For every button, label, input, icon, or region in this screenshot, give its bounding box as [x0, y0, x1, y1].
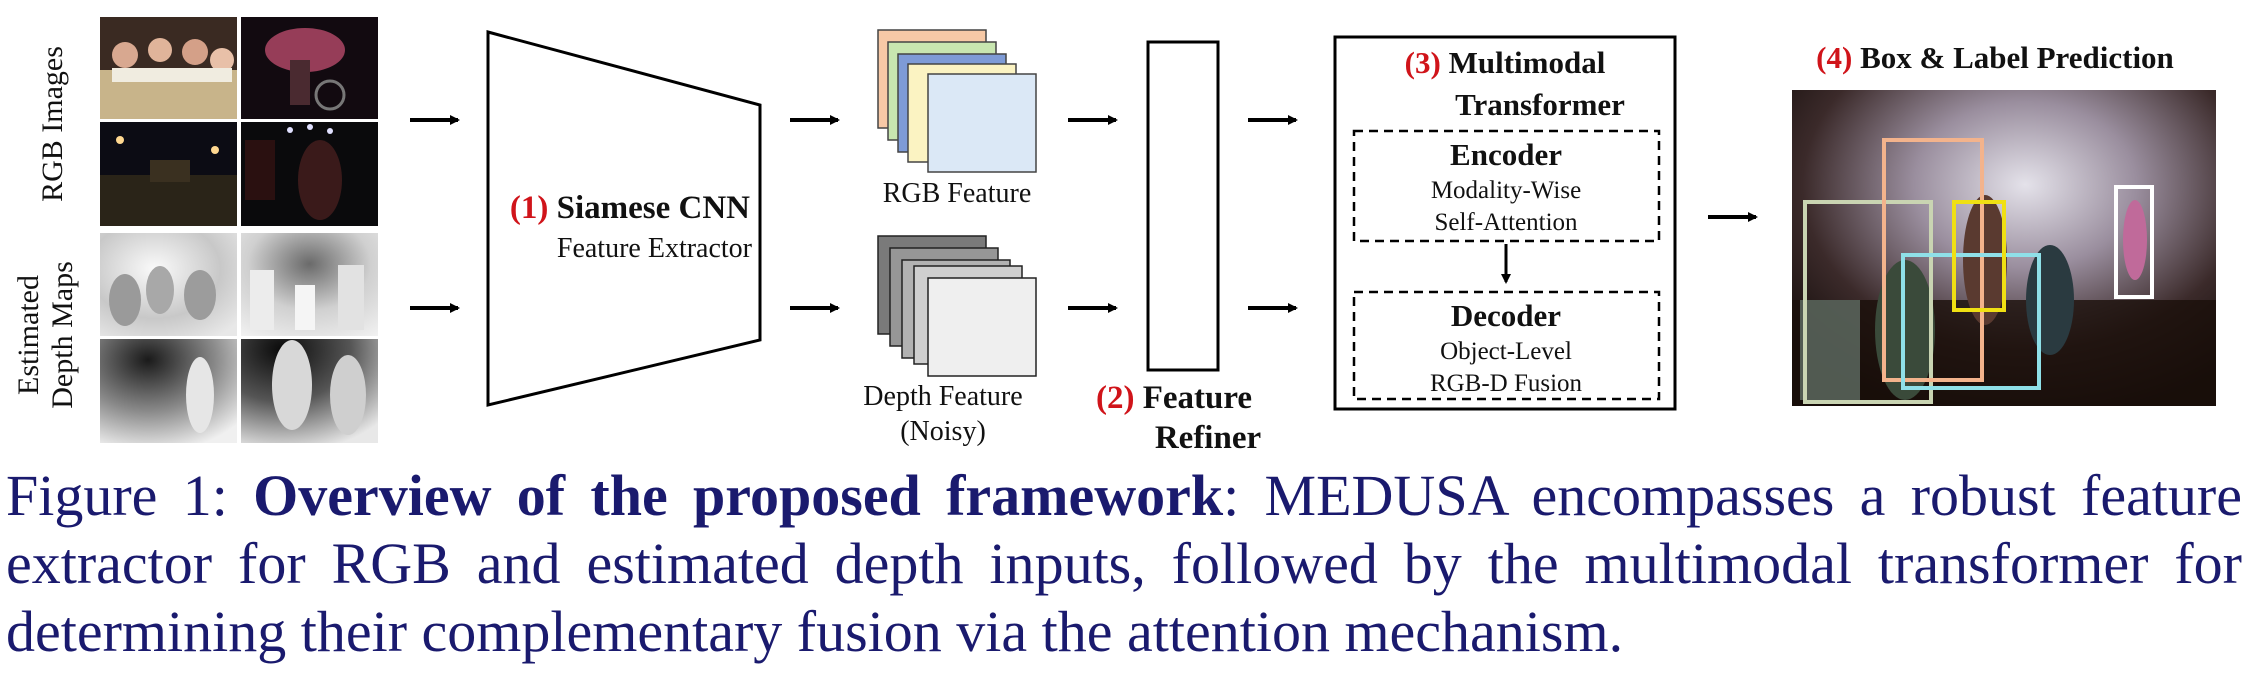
extractor-title: (1) Siamese CNN [510, 190, 750, 226]
prediction-title: (4) Box & Label Prediction [1816, 40, 2174, 75]
rgb-image-thumbnail [100, 122, 237, 226]
encoder-title: Encoder [1450, 137, 1562, 172]
extractor-title-text: Siamese CNN [557, 190, 751, 226]
refiner-title-text: Feature [1143, 380, 1252, 416]
rgb-feature-stack [877, 29, 1037, 173]
transformer-title-text: Multimodal [1449, 45, 1606, 80]
depth-feature-label-line1: Depth Feature [863, 381, 1022, 412]
bounding-box [1901, 253, 2041, 390]
figure-caption: Figure 1: Overview of the proposed frame… [6, 462, 2242, 666]
bounding-box [1882, 138, 1984, 382]
bounding-box [2114, 185, 2154, 299]
bounding-box [1952, 200, 2006, 312]
feature-refiner-block [1146, 40, 1220, 372]
depth-map-grid [100, 233, 378, 443]
encoder-line1: Modality-Wise [1431, 177, 1581, 204]
depth-map-thumbnail [241, 233, 378, 336]
bounding-box [1803, 200, 1933, 404]
encoder-block [1352, 129, 1661, 243]
siamese-cnn-block [486, 30, 762, 407]
rgb-image-thumbnail [241, 122, 378, 226]
depth-feature-label-line2: (Noisy) [900, 416, 986, 447]
rgb-feature-label: RGB Feature [883, 178, 1032, 209]
depth-feature-stack [877, 235, 1037, 377]
refiner-title-line1: (2) Feature [1096, 380, 1252, 416]
refiner-title-line2: Refiner [1155, 420, 1261, 456]
decoder-line2: RGB-D Fusion [1430, 370, 1583, 397]
prediction-title-text: Box & Label Prediction [1860, 40, 2174, 75]
rgb-image-thumbnail [100, 17, 237, 119]
transformer-title-line1: (3) Multimodal [1405, 45, 1606, 80]
caption-prefix: Figure 1: [6, 463, 254, 528]
extractor-number: (1) [510, 190, 548, 226]
depth-map-thumbnail [100, 233, 237, 336]
depth-map-thumbnail [241, 339, 378, 443]
rgb-image-thumbnail [241, 17, 378, 119]
decoder-line1: Object-Level [1440, 338, 1572, 365]
rgb-images-label: RGB Images [36, 46, 69, 202]
caption-rest: : MEDUSA encompasses a robust feature ex… [6, 463, 2242, 664]
depth-maps-label-line2: Depth Maps [46, 261, 79, 408]
prediction-image [1792, 90, 2216, 406]
depth-maps-label-line1: Estimated [12, 275, 45, 395]
decoder-block [1352, 290, 1661, 401]
refiner-number: (2) [1096, 380, 1134, 416]
prediction-number: (4) [1816, 40, 1852, 75]
rgb-image-grid [100, 17, 378, 226]
bounding-boxes [1803, 138, 2154, 404]
caption-bold: Overview of the proposed framework [253, 463, 1224, 528]
framework-diagram: RGB Images Estimated Depth Maps [12, 17, 2216, 456]
transformer-title-line2: Transformer [1455, 87, 1625, 122]
decoder-title: Decoder [1451, 298, 1561, 333]
extractor-subtitle: Feature Extractor [557, 233, 753, 264]
transformer-number: (3) [1405, 45, 1441, 80]
depth-map-thumbnail [100, 339, 237, 443]
encoder-line2: Self-Attention [1434, 209, 1578, 236]
